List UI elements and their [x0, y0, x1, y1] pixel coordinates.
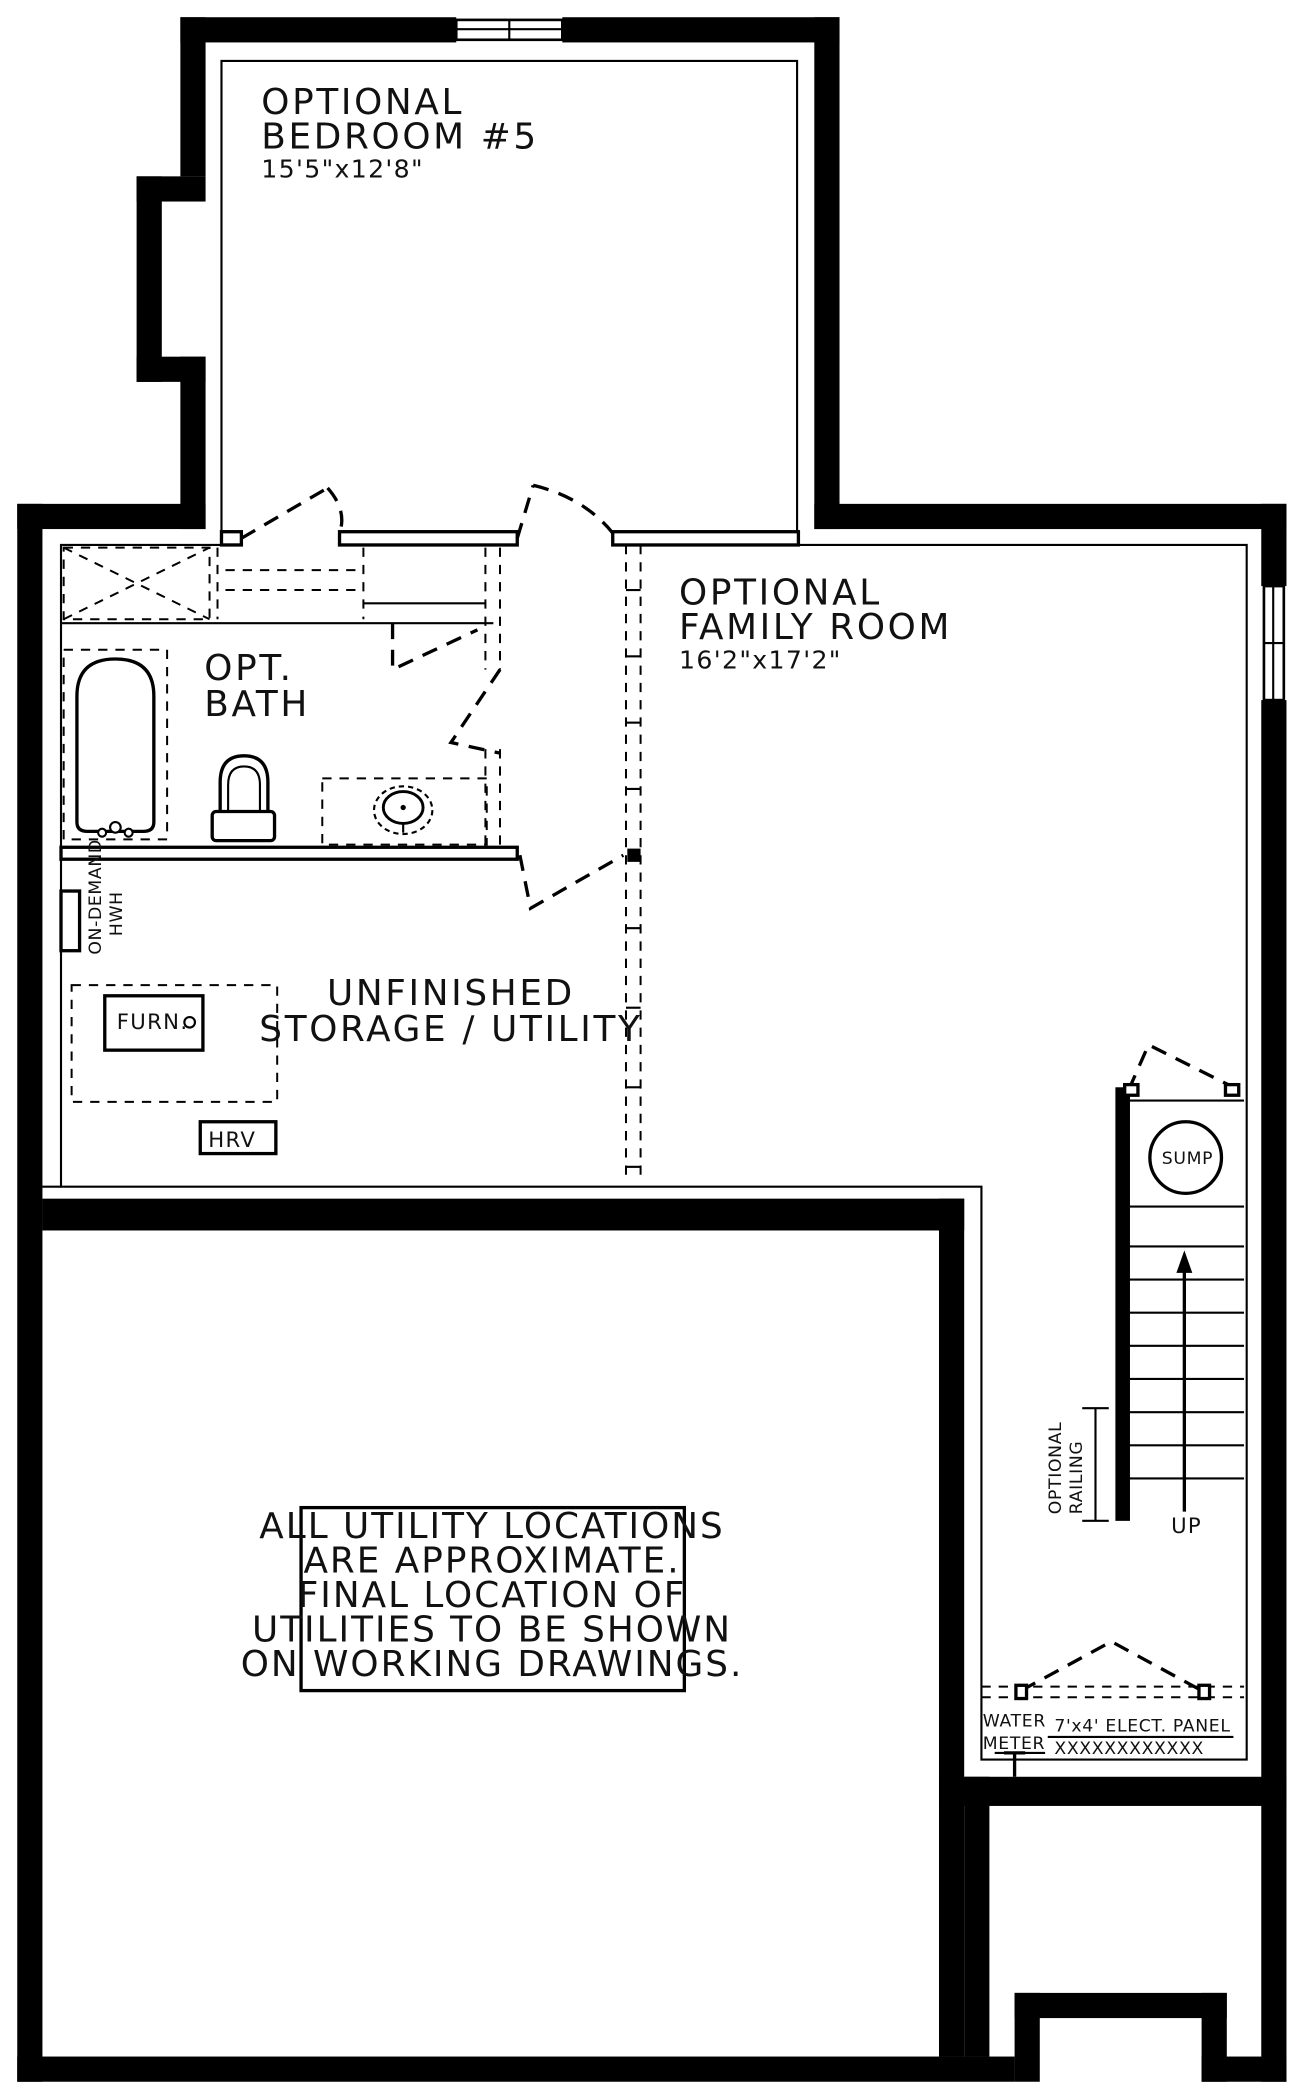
bedroom-partition — [219, 483, 801, 547]
note-line-1: ALL UTILITY LOCATIONS — [259, 1506, 724, 1547]
bath-label-1: OPT. — [204, 648, 293, 689]
sump-pit — [1148, 1120, 1224, 1196]
stairs — [1082, 1042, 1245, 1522]
hrv-unit — [198, 1120, 278, 1156]
railing-label-2: RAILING — [1067, 1441, 1087, 1515]
hwh-label-1: ON-DEMAND — [86, 839, 106, 955]
water-meter-label-1: WATER — [983, 1711, 1046, 1731]
bathtub-icon — [62, 648, 169, 841]
exterior-walls — [17, 17, 1287, 2082]
hwh-label-2: HWH — [107, 891, 127, 936]
note-line-3: FINAL LOCATION OF — [298, 1575, 687, 1616]
inner-wall-faces — [42, 59, 1248, 1761]
hot-water-heater — [59, 889, 82, 953]
bedroom-label-2: BEDROOM #5 — [261, 117, 539, 158]
storage-label-2: STORAGE / UTILITY — [259, 1009, 642, 1050]
family-room-partition — [625, 544, 642, 1181]
water-meter-label-2: METER — [983, 1734, 1045, 1754]
family-room-dims: 16'2"x17'2" — [679, 645, 842, 674]
sump-label: SUMP — [1162, 1149, 1213, 1169]
note-line-2: ARE APPROXIMATE. — [303, 1541, 680, 1582]
toilet-icon — [210, 754, 277, 843]
hrv-label: HRV — [208, 1128, 256, 1153]
furnace-label: FURN. — [117, 1010, 189, 1035]
bath-partitions — [59, 546, 625, 911]
utility-note-box — [299, 1505, 687, 1693]
bath-label-2: BATH — [204, 684, 310, 725]
family-room-label-1: OPTIONAL — [679, 573, 882, 614]
elect-panel-marks: XXXXXXXXXXXX — [1054, 1739, 1204, 1759]
stairs-up-label: UP — [1171, 1514, 1202, 1539]
family-room-label-2: FAMILY ROOM — [679, 607, 952, 648]
storage-label-1: UNFINISHED — [327, 973, 575, 1014]
note-line-4: UTILITIES TO BE SHOWN — [252, 1610, 732, 1651]
note-line-5: ON WORKING DRAWINGS. — [241, 1644, 744, 1685]
railing-label-1: OPTIONAL — [1046, 1422, 1066, 1515]
bedroom-dims: 15'5"x12'8" — [261, 155, 424, 184]
bedroom-label-1: OPTIONAL — [261, 82, 464, 123]
service-area — [981, 1639, 1245, 1777]
furnace-area — [70, 984, 279, 1103]
window-north — [454, 18, 564, 42]
vanity-sink-icon — [321, 777, 488, 846]
elect-panel-label: 7'x4' ELECT. PANEL — [1054, 1717, 1230, 1737]
window-east — [1262, 584, 1286, 702]
